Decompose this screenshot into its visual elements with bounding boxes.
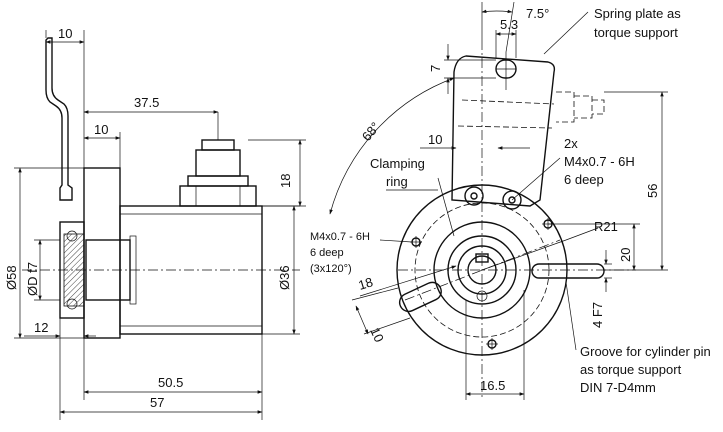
dim-angle-7-5: 7.5° bbox=[526, 6, 549, 21]
flange bbox=[83, 167, 121, 339]
label-3x-holes-2: 6 deep bbox=[310, 247, 344, 259]
label-3x-holes-1: M4x0.7 - 6H bbox=[310, 231, 370, 243]
dim-10-slot: 10 bbox=[367, 325, 387, 344]
label-groove-1: Groove for cylinder pin bbox=[580, 344, 711, 359]
dim-5-3: 5.3 bbox=[500, 17, 518, 32]
front-view: 7.5° 5.3 7 68° 10 56 20 4 F7 bbox=[310, 1, 711, 400]
dim-10-mid: 10 bbox=[94, 122, 108, 137]
flange-circle bbox=[396, 184, 568, 356]
label-groove-2: as torque support bbox=[580, 362, 682, 377]
dim-50-5: 50.5 bbox=[158, 375, 183, 390]
dim-56: 56 bbox=[645, 184, 660, 198]
dim-18: 18 bbox=[278, 174, 293, 188]
dim-7: 7 bbox=[428, 65, 443, 72]
spring-plate-outline bbox=[45, 37, 73, 201]
label-spring-plate-1: Spring plate as bbox=[594, 6, 681, 21]
dim-20: 20 bbox=[618, 248, 633, 262]
dim-df7: ØD f7 bbox=[25, 262, 40, 296]
dim-57: 57 bbox=[150, 395, 164, 410]
dim-4f7: 4 F7 bbox=[590, 302, 605, 328]
dim-12: 12 bbox=[34, 320, 48, 335]
label-2x-holes-1: 2x bbox=[564, 136, 578, 151]
dim-10-front: 10 bbox=[428, 132, 442, 147]
label-clamping-1: Clamping bbox=[370, 156, 425, 171]
dim-18-front: 18 bbox=[356, 274, 374, 293]
label-spring-plate-2: torque support bbox=[594, 25, 678, 40]
connector-dashed bbox=[556, 91, 605, 123]
label-clamping-2: ring bbox=[386, 174, 408, 189]
left-slot bbox=[398, 281, 442, 313]
label-2x-holes-2: M4x0.7 - 6H bbox=[564, 154, 635, 169]
dim-d58: Ø58 bbox=[4, 265, 19, 290]
groove-slot bbox=[531, 263, 605, 279]
label-2x-holes-3: 6 deep bbox=[564, 172, 604, 187]
dim-10-top: 10 bbox=[58, 26, 72, 41]
spring-plate-front bbox=[451, 52, 556, 210]
dim-37-5: 37.5 bbox=[134, 95, 159, 110]
dim-angle-68: 68° bbox=[359, 119, 383, 144]
m12-connector bbox=[179, 139, 257, 207]
side-view: 10 37.5 10 18 Ø58 ØD f7 Ø36 12 bbox=[4, 26, 306, 420]
dim-d36: Ø36 bbox=[277, 265, 292, 290]
dim-16-5: 16.5 bbox=[480, 378, 505, 393]
dim-r21: R21 bbox=[594, 219, 618, 234]
label-3x-holes-3: (3x120°) bbox=[310, 263, 352, 275]
label-groove-3: DIN 7-D4mm bbox=[580, 380, 656, 395]
